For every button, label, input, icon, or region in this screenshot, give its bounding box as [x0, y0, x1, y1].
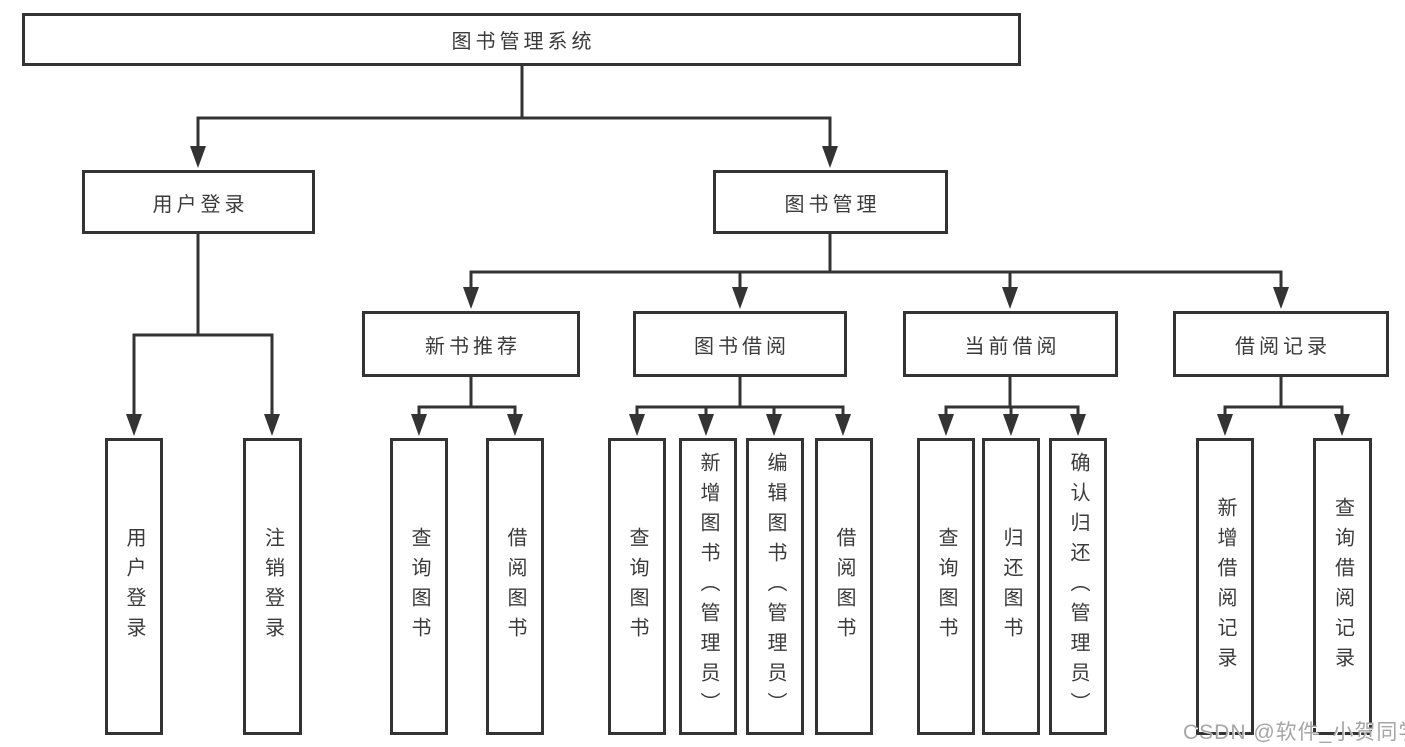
connector-current-borrow-children: [944, 377, 1080, 418]
node-leaf-add-book-admin: 新增图书（管理员）: [679, 438, 737, 735]
arrowhead-down-icon: [411, 414, 523, 436]
node-leaf-borrow-books-recommend: 借阅图书: [486, 438, 544, 735]
node-leaf-confirm-return-admin: 确认归还（管理员）: [1049, 438, 1107, 735]
node-leaf-logout: 注销登录: [243, 438, 302, 735]
connector-borrow-records-children: [1223, 377, 1344, 418]
arrowhead-down-icon: [126, 414, 280, 436]
node-leaf-user-login: 用户登录: [105, 438, 163, 735]
node-leaf-return-books: 归还图书: [982, 438, 1040, 735]
node-borrowing-records: 借阅记录: [1173, 311, 1389, 377]
arrowhead-down-icon: [629, 414, 851, 436]
node-leaf-edit-book-admin: 编辑图书（管理员）: [746, 438, 804, 735]
node-leaf-query-books-recommend: 查询图书: [390, 438, 448, 735]
node-leaf-add-borrow-record: 新增借阅记录: [1196, 438, 1254, 735]
node-leaf-query-books-borrowing: 查询图书: [608, 438, 666, 735]
connector-root-to-level2: [196, 66, 832, 148]
node-book-management: 图书管理: [713, 170, 948, 234]
node-user-login: 用户登录: [82, 170, 315, 234]
node-book-borrowing: 图书借阅: [633, 311, 847, 377]
connector-new-book-recommend-children: [417, 377, 517, 418]
arrowhead-down-icon: [1217, 414, 1350, 436]
node-leaf-query-books-current: 查询图书: [917, 438, 975, 735]
arrowhead-down-icon: [190, 146, 838, 168]
watermark-csdn: CSDN @软件_小贺同学: [1183, 721, 1405, 744]
connector-user-login-children: [132, 234, 274, 418]
arrowhead-down-icon: [463, 287, 1289, 309]
node-leaf-query-borrow-record: 查询借阅记录: [1313, 438, 1372, 735]
connector-book-borrow-children: [635, 377, 845, 418]
node-library-management-system: 图书管理系统: [22, 13, 1021, 66]
node-new-book-recommendation: 新书推荐: [362, 311, 580, 377]
connector-book-management-children: [469, 234, 1283, 291]
arrowhead-down-icon: [938, 414, 1086, 436]
node-leaf-borrow-books: 借阅图书: [815, 438, 873, 735]
node-current-borrowing: 当前借阅: [903, 311, 1118, 377]
